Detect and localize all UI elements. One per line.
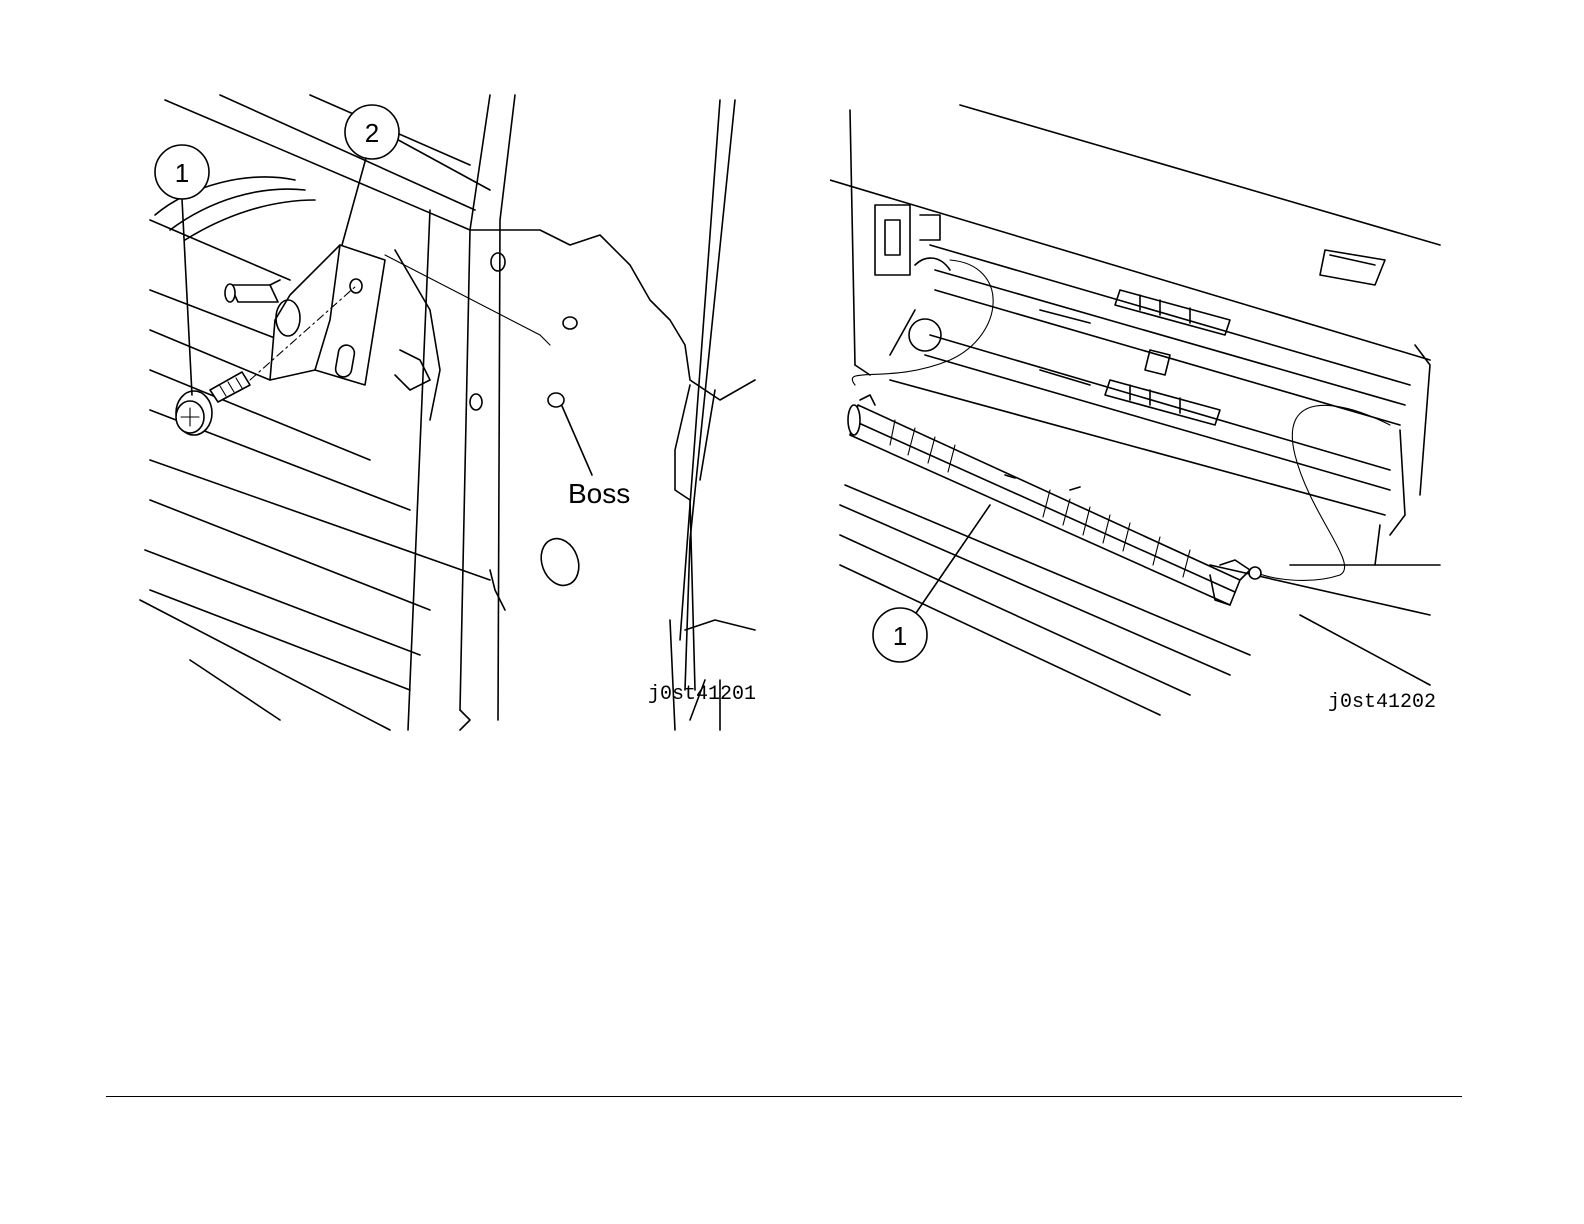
callout-right-1-label: 1	[893, 621, 907, 651]
roller-illustration: 1	[830, 95, 1460, 730]
callout-2-label: 2	[365, 118, 379, 148]
boss-callout: Boss	[562, 406, 630, 509]
figure-bracket-removal: 1 2 Boss	[130, 90, 770, 740]
figure-roller-location: 1	[830, 95, 1460, 730]
boss-label: Boss	[568, 478, 630, 509]
figure-id-left: j0st41201	[648, 683, 756, 706]
callout-1-label: 1	[175, 158, 189, 188]
bracket-illustration: 1 2 Boss	[130, 90, 770, 740]
callout-right-1: 1	[873, 505, 990, 662]
wire-left	[852, 260, 993, 385]
callout-2: 2	[342, 105, 399, 245]
footer-rule	[106, 1096, 1462, 1097]
side-panel	[395, 95, 755, 730]
callout-1: 1	[155, 145, 209, 395]
bracket	[225, 245, 385, 385]
screw	[176, 372, 250, 435]
wire-right	[1250, 405, 1390, 580]
figure-id-right: j0st41202	[1328, 691, 1436, 714]
